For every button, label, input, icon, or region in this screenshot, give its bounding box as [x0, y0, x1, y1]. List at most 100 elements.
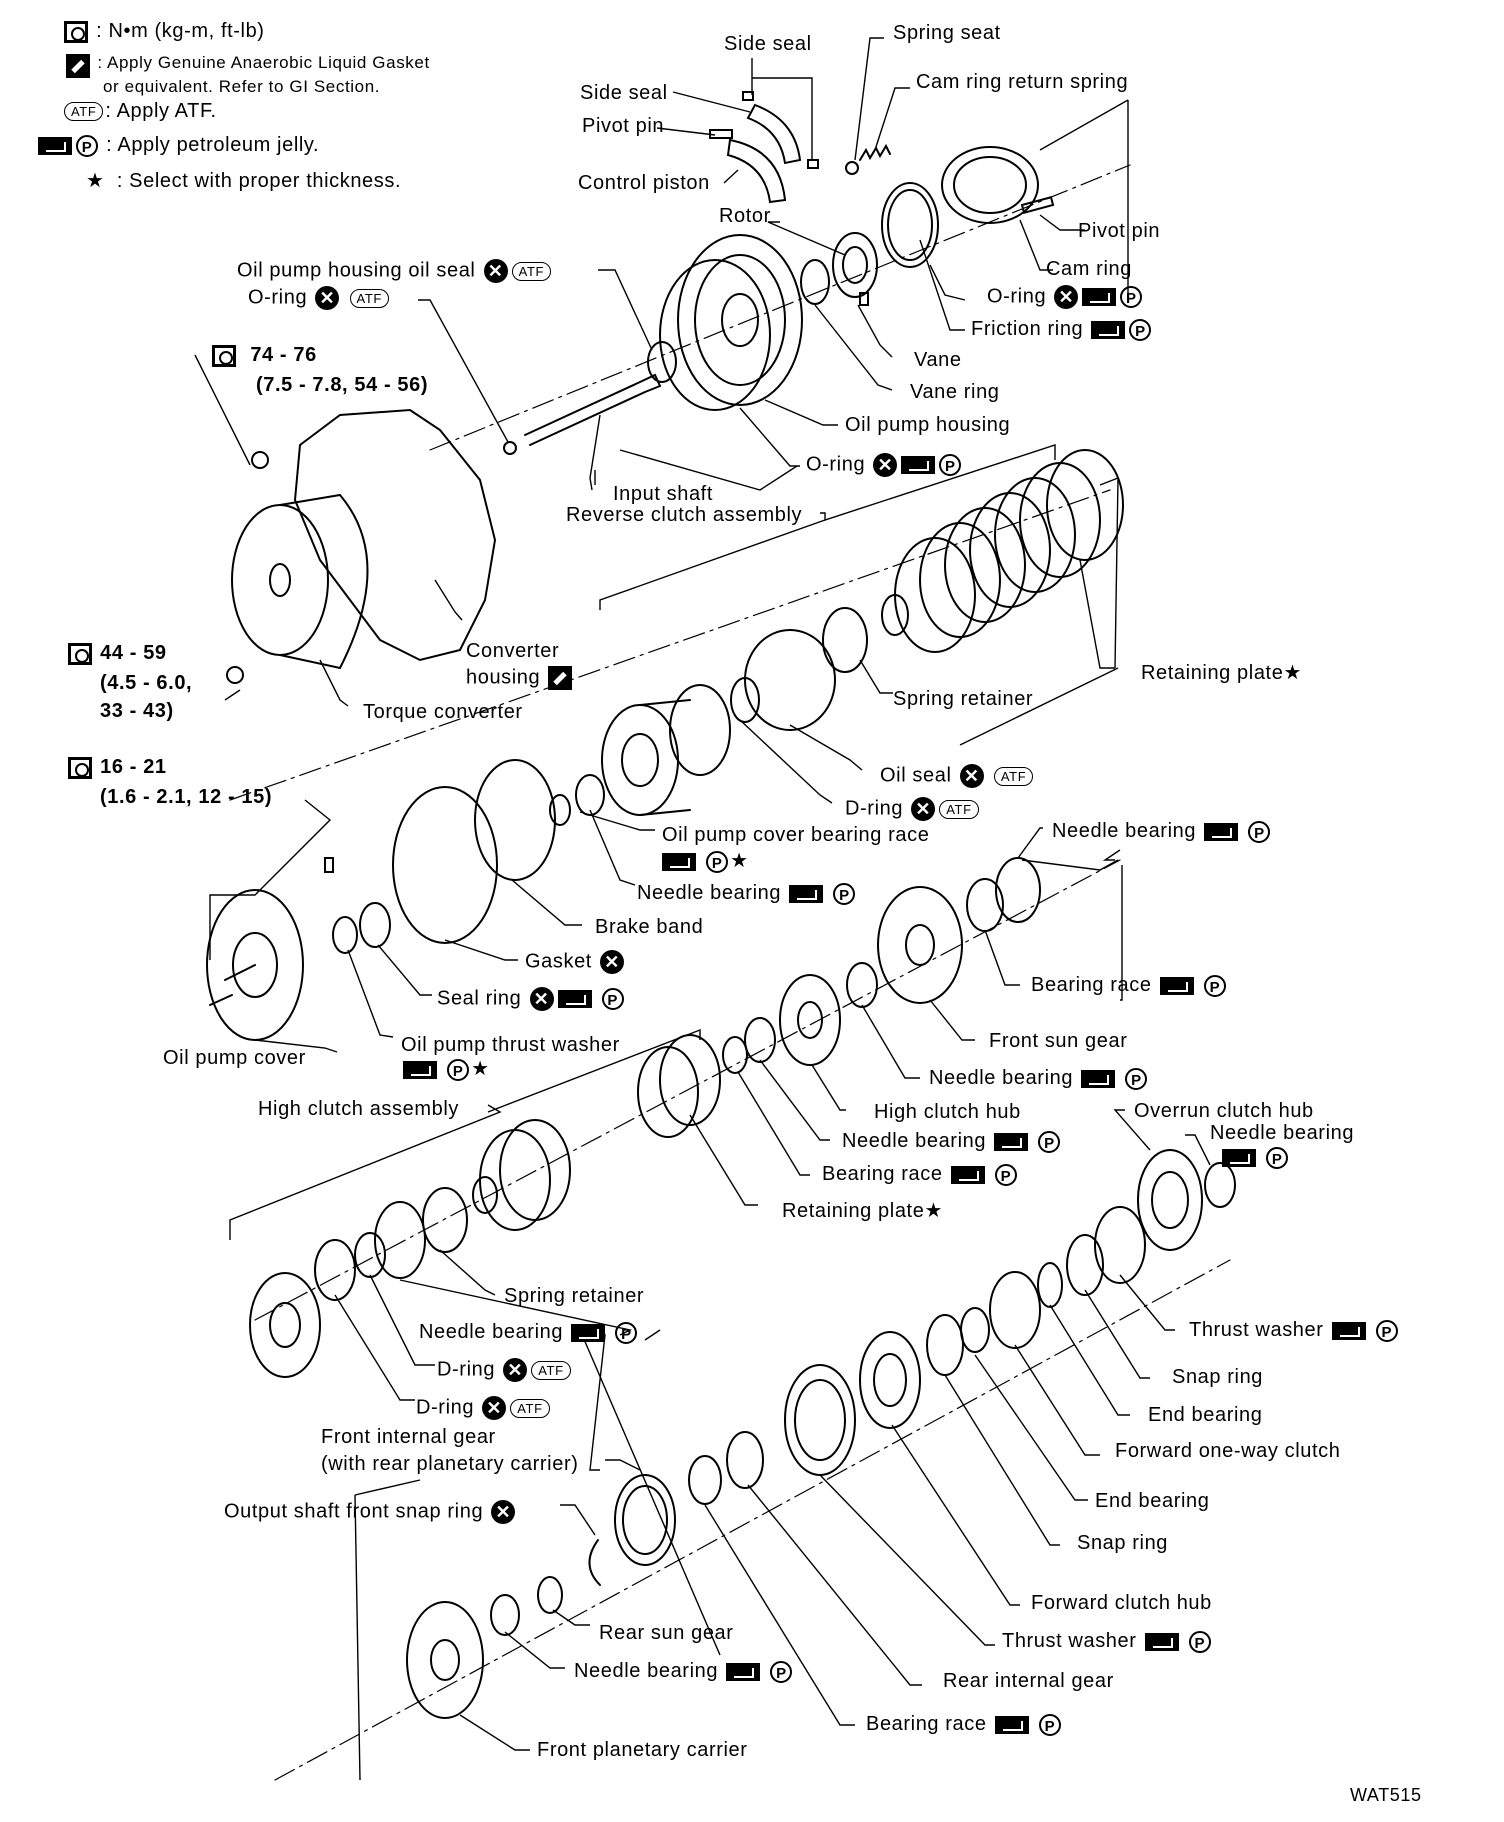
- torque-value-2-converted-a: (4.5 - 6.0,: [100, 672, 193, 694]
- petroleum-jelly-icon: [38, 136, 72, 155]
- label-pivot-pin-left: Pivot pin: [582, 115, 665, 137]
- petroleum-jelly-icon: [662, 852, 696, 871]
- replace-icon: ✕: [600, 950, 625, 974]
- leader-lines: [194, 37, 1211, 1781]
- label-snap-ring-right: Snap ring: [1172, 1366, 1264, 1388]
- label-needle-bearing-sun: Needle bearing P: [929, 1067, 1149, 1090]
- vane-ring-part: [800, 259, 830, 305]
- oil-pump-cover-bearing-race-part: [549, 794, 571, 826]
- replace-icon: ✕: [503, 1358, 528, 1382]
- label-cam-ring-return-spring: Cam ring return spring: [916, 71, 1129, 93]
- reverse-clutch-plates: [894, 449, 1124, 653]
- label-front-sun-gear: Front sun gear: [989, 1030, 1128, 1052]
- torque-value-3-converted: (1.6 - 2.1, 12 - 15): [100, 786, 273, 808]
- label-friction-ring: Friction ring P: [971, 318, 1153, 341]
- petroleum-jelly-icon: [726, 1662, 761, 1681]
- o-ring-cam-part: [881, 182, 939, 268]
- brake-band-part: [474, 759, 556, 881]
- label-needle-bearing-overrun: Needle bearing: [1210, 1122, 1355, 1144]
- atf-icon: ATF: [511, 261, 552, 281]
- petroleum-jelly-icon: [994, 1132, 1029, 1151]
- vane-part: [859, 292, 869, 306]
- p-icon: P: [770, 1660, 793, 1683]
- petroleum-jelly-icon: [1081, 1069, 1116, 1088]
- oil-pump-housing-part: [677, 234, 803, 406]
- end-bearing-1-part: [1037, 1262, 1063, 1308]
- gasket-part: [392, 786, 498, 944]
- replace-icon: ✕: [483, 259, 508, 283]
- snap-ring-right-part: [1066, 1234, 1104, 1296]
- atf-icon: ATF: [993, 766, 1034, 786]
- p-icon: P: [833, 882, 856, 905]
- side-seal-part: [746, 103, 802, 165]
- petroleum-jelly-icon: [1144, 1632, 1179, 1651]
- rear-sun-gear-part: [537, 1576, 563, 1614]
- replace-icon: ✕: [315, 286, 340, 310]
- label-control-piston: Control piston: [578, 172, 710, 194]
- label-output-shaft-front-snap-ring: Output shaft front snap ring ✕: [224, 1500, 517, 1524]
- replace-icon: ✕: [482, 1396, 507, 1420]
- label-reverse-clutch-assembly: Reverse clutch assembly: [566, 504, 803, 526]
- needle-bearing-bottom-part: [490, 1594, 520, 1636]
- torque-wrench-icon: [68, 642, 92, 665]
- label-converter-housing-2: housing: [466, 666, 574, 690]
- spring-seat-part: [845, 161, 859, 175]
- label-needle-bearing-overrun-symbols: P: [1220, 1146, 1290, 1169]
- atf-icon: ATF: [510, 1398, 550, 1418]
- high-clutch-drum-part: [249, 1272, 321, 1378]
- petroleum-jelly-icon: [1082, 288, 1117, 306]
- label-oil-pump-thrust-washer: Oil pump thrust washer: [401, 1034, 620, 1056]
- label-spring-seat: Spring seat: [893, 22, 1001, 44]
- atf-icon: ATF: [531, 1360, 571, 1380]
- p-icon: P: [615, 1321, 638, 1344]
- label-needle-bearing-mid: Needle bearing P: [637, 882, 857, 905]
- label-front-internal-gear-2: (with rear planetary carrier): [321, 1453, 579, 1475]
- end-bearing-2-part: [960, 1307, 990, 1353]
- legend-star: ★ : Select with proper thickness.: [86, 170, 402, 192]
- label-vane-ring: Vane ring: [910, 381, 1000, 403]
- input-shaft-part: [524, 373, 662, 446]
- p-icon: P: [1129, 318, 1152, 341]
- replace-icon: ✕: [911, 797, 936, 821]
- p-icon: P: [601, 988, 624, 1010]
- retaining-plate-lower-part: [637, 1046, 699, 1138]
- label-bearing-race-bottom: Bearing race P: [866, 1713, 1063, 1736]
- petroleum-jelly-icon: [950, 1165, 985, 1184]
- rotor-part: [832, 232, 878, 298]
- high-clutch-plates: [479, 1034, 721, 1231]
- thrust-washer-right-part: [1094, 1206, 1146, 1284]
- p-icon: P: [706, 850, 729, 873]
- label-brake-band: Brake band: [595, 916, 704, 938]
- label-thrust-washer-right: Thrust washer P: [1189, 1319, 1400, 1342]
- label-rear-sun-gear: Rear sun gear: [599, 1622, 734, 1644]
- figure-id: WAT515: [1350, 1785, 1422, 1805]
- bearing-race-hub-part: [722, 1036, 748, 1074]
- front-sun-gear-part: [877, 886, 963, 1004]
- p-icon: P: [1125, 1067, 1148, 1090]
- label-high-clutch-hub: High clutch hub: [874, 1101, 1021, 1123]
- p-icon: P: [1188, 1630, 1211, 1653]
- torque-value-1-converted: (7.5 - 7.8, 54 - 56): [256, 374, 429, 396]
- label-spring-retainer-upper: Spring retainer: [893, 688, 1034, 710]
- label-gasket: Gasket ✕: [525, 950, 626, 974]
- torque-wrench-icon: [64, 20, 88, 43]
- label-d-ring-lower-2: D-ring ✕ATF: [416, 1396, 552, 1420]
- petroleum-jelly-icon: [994, 1715, 1029, 1734]
- label-converter-housing-1: Converter: [466, 640, 560, 662]
- label-rotor: Rotor: [719, 205, 771, 227]
- snap-ring-lower-part: [926, 1314, 964, 1376]
- label-side-seal-top: Side seal: [724, 33, 812, 55]
- spring-retainer-upper-part: [822, 607, 868, 673]
- label-rear-internal-gear: Rear internal gear: [943, 1670, 1114, 1692]
- front-internal-gear-part: [614, 1474, 676, 1566]
- label-oil-pump-thrust-washer-symbols: P★: [401, 1058, 490, 1081]
- label-spring-retainer-lower: Spring retainer: [504, 1285, 645, 1307]
- petroleum-jelly-icon: [1204, 822, 1239, 841]
- petroleum-jelly-icon: [1159, 976, 1194, 995]
- label-side-seal: Side seal: [580, 82, 668, 104]
- label-bearing-race-right: Bearing race P: [1031, 974, 1228, 997]
- needle-bearing-sun-part: [846, 962, 878, 1008]
- p-icon: P: [76, 134, 98, 157]
